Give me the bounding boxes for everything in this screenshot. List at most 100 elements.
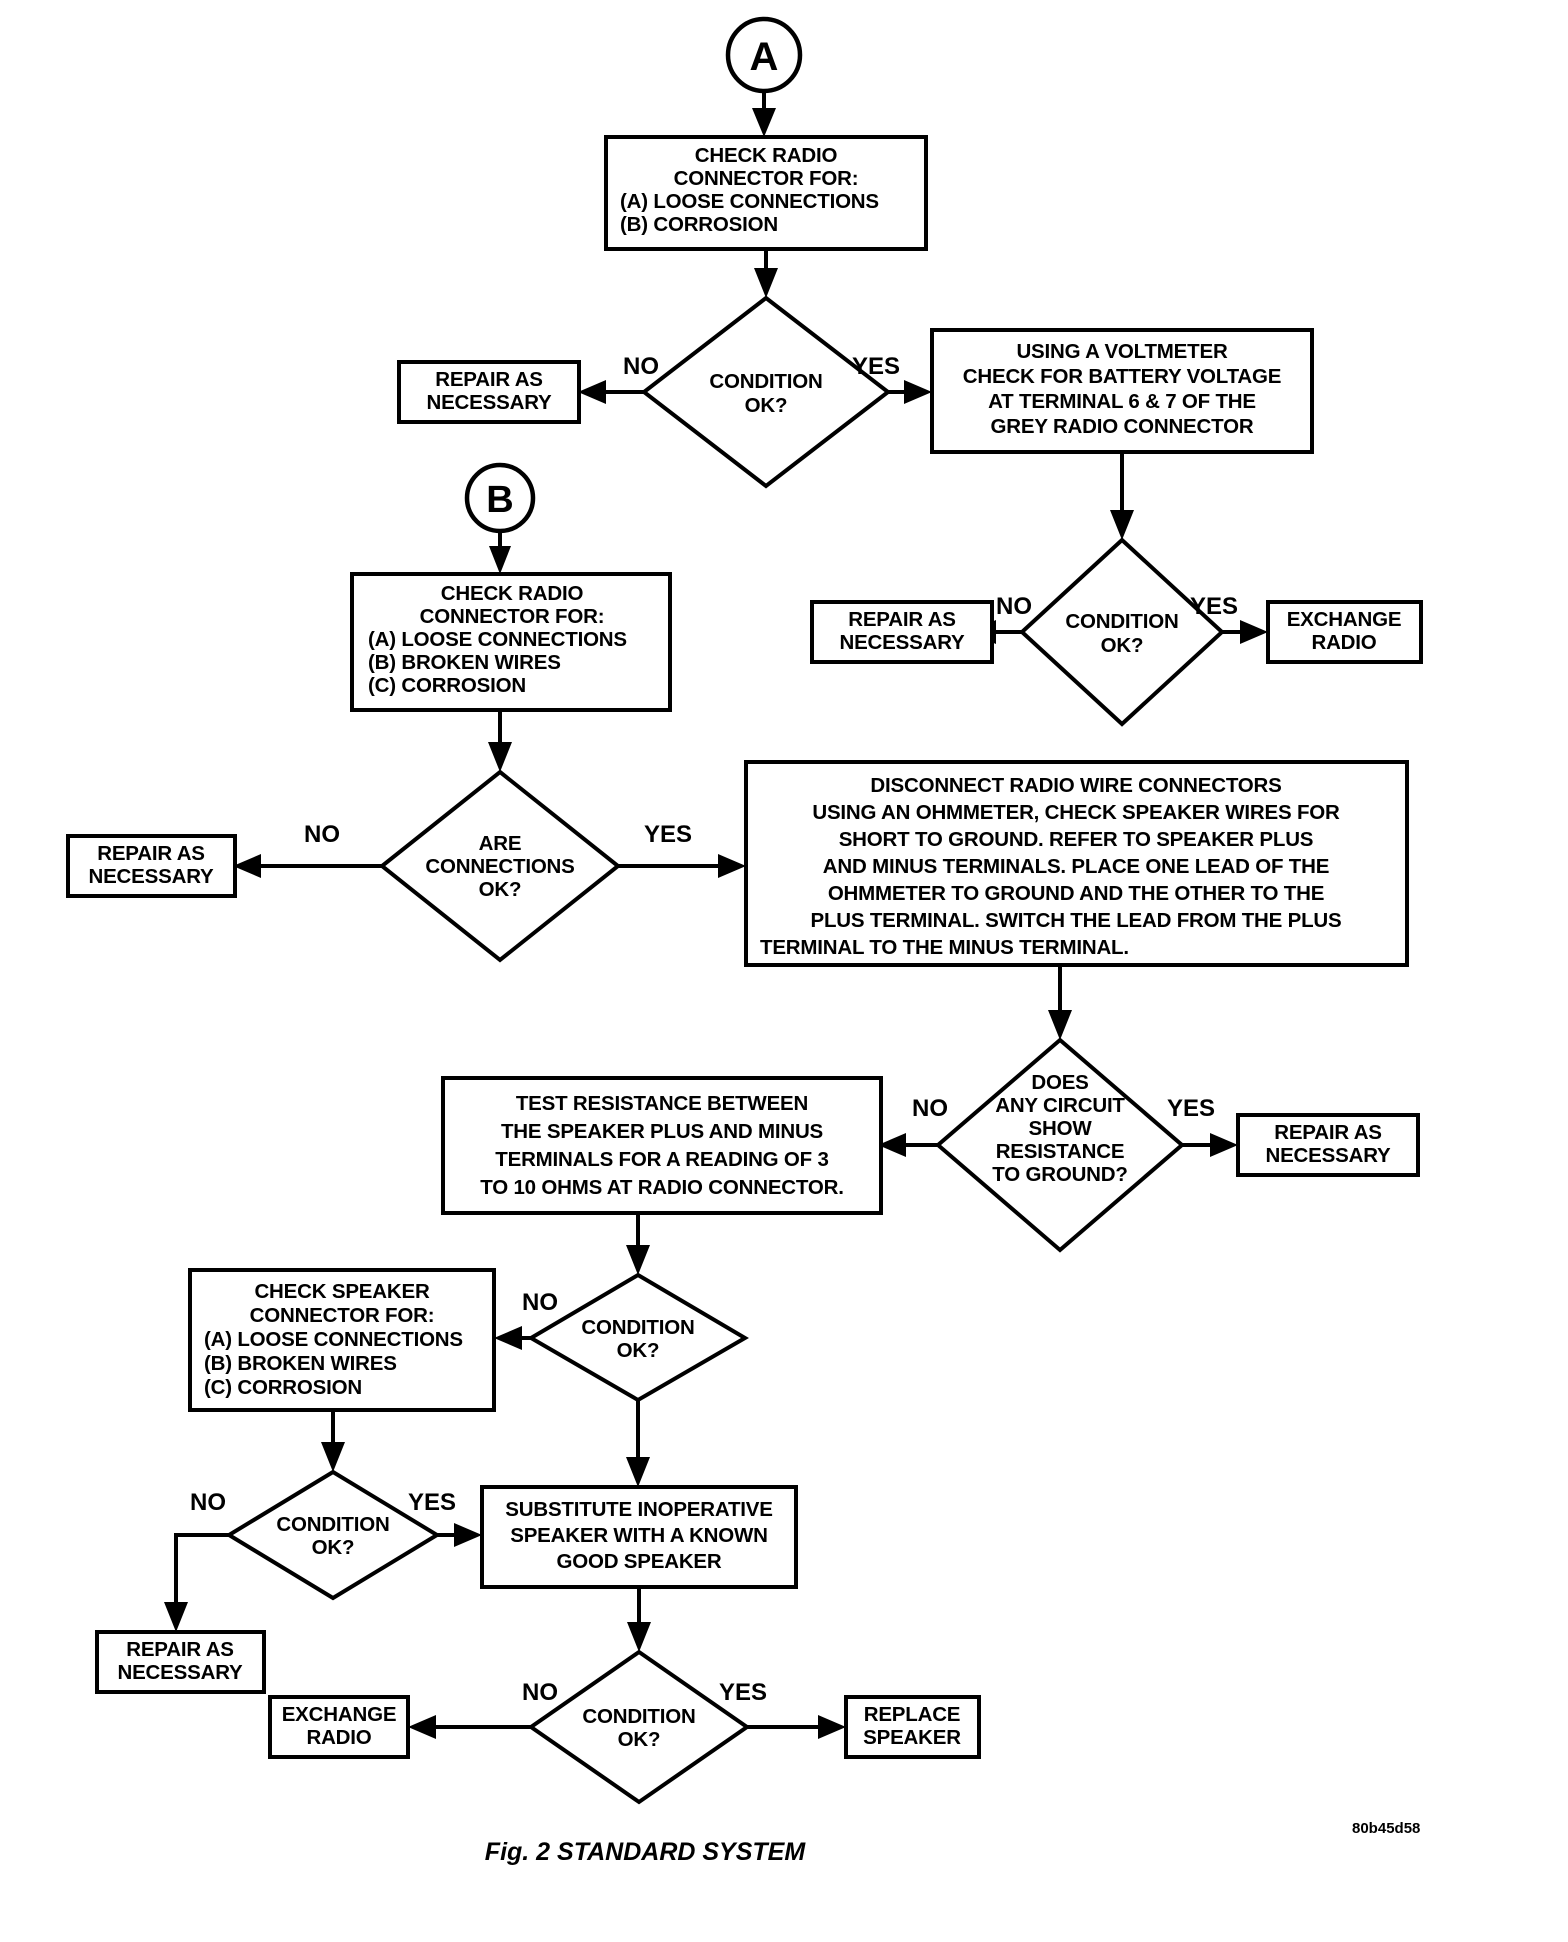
edge-cond1-yes: YES	[852, 353, 932, 404]
node-condition-ok-1: CONDITION OK?	[640, 295, 892, 489]
edge-cond4-yes: YES	[408, 1489, 482, 1547]
node-line: RESISTANCE	[996, 1140, 1125, 1163]
node-line: CONDITION	[581, 1316, 694, 1339]
node-line: RADIO	[306, 1726, 371, 1749]
edge-a-to-check1	[752, 91, 776, 137]
node-line: CHECK SPEAKER	[254, 1280, 429, 1303]
node-line: NECESSARY	[426, 391, 552, 414]
node-line: AT TERMINAL 6 & 7 OF THE	[988, 390, 1256, 413]
node-line: NECESSARY	[839, 631, 965, 654]
node-line: NECESSARY	[1265, 1144, 1391, 1167]
node-line: SUBSTITUTE INOPERATIVE	[505, 1498, 772, 1521]
connector-b: B	[464, 462, 536, 534]
node-line: ARE	[479, 832, 522, 855]
node-line: SHOW	[1029, 1117, 1093, 1140]
node-line: OK?	[1101, 634, 1144, 657]
node-condition-ok-5: CONDITION OK?	[527, 1649, 751, 1805]
edge-label-no: NO	[522, 1679, 558, 1706]
edge-b-to-check2	[489, 531, 511, 574]
node-substitute-speaker: SUBSTITUTE INOPERATIVE SPEAKER WITH A KN…	[480, 1485, 798, 1589]
node-line: CHECK FOR BATTERY VOLTAGE	[963, 365, 1281, 388]
node-line: RADIO	[1311, 631, 1376, 654]
node-repair-as-necessary-5: REPAIR AS NECESSARY	[95, 1630, 266, 1694]
node-line: (C) CORROSION	[204, 1376, 362, 1399]
node-repair-as-necessary-4: REPAIR AS NECESSARY	[1236, 1113, 1420, 1177]
node-line: AND MINUS TERMINALS. PLACE ONE LEAD OF T…	[823, 855, 1329, 878]
node-line: CONDITION	[276, 1513, 389, 1536]
edge-label-no: NO	[912, 1095, 948, 1122]
edge-cond2-yes: YES	[1190, 593, 1268, 644]
node-line: PLUS TERMINAL. SWITCH THE LEAD FROM THE …	[810, 909, 1341, 932]
node-are-connections-ok: ARE CONNECTIONS OK?	[378, 769, 622, 963]
edge-label-yes: YES	[719, 1679, 767, 1706]
node-line: REPAIR AS	[848, 608, 956, 631]
node-line: SHORT TO GROUND. REFER TO SPEAKER PLUS	[839, 828, 1314, 851]
edge-check2-to-areconn	[488, 710, 512, 772]
connector-a: A	[725, 16, 803, 94]
edge-areconn-no: NO	[233, 821, 382, 878]
node-line: REPAIR AS	[1274, 1121, 1382, 1144]
edge-label-no: NO	[623, 353, 659, 380]
node-line: (B) BROKEN WIRES	[368, 651, 561, 674]
node-condition-ok-3: CONDITION OK?	[527, 1272, 749, 1403]
edge-cond5-no: NO	[408, 1679, 558, 1739]
node-line: CONDITION	[582, 1705, 695, 1728]
node-test-resistance: TEST RESISTANCE BETWEEN THE SPEAKER PLUS…	[441, 1076, 883, 1215]
edge-doesany-yes: YES	[1167, 1095, 1238, 1157]
edge-label-no: NO	[304, 821, 340, 848]
node-line: SPEAKER WITH A KNOWN	[510, 1524, 768, 1547]
node-exchange-radio-2: EXCHANGE RADIO	[268, 1695, 410, 1759]
node-replace-speaker: REPLACE SPEAKER	[844, 1695, 981, 1759]
edge-label-yes: YES	[852, 353, 900, 380]
node-condition-ok-2: CONDITION OK?	[1019, 537, 1225, 727]
node-line: TO 10 OHMS AT RADIO CONNECTOR.	[480, 1176, 843, 1199]
node-line: GOOD SPEAKER	[556, 1550, 721, 1573]
node-line: EXCHANGE	[282, 1703, 397, 1726]
node-line: THE SPEAKER PLUS AND MINUS	[501, 1120, 823, 1143]
node-line: ANY CIRCUIT	[995, 1094, 1125, 1117]
node-line: OHMMETER TO GROUND AND THE OTHER TO THE	[828, 882, 1324, 905]
node-line: CONNECTOR FOR:	[674, 167, 859, 190]
edge-cond3-down	[626, 1400, 650, 1487]
node-line: TERMINALS FOR A READING OF 3	[495, 1148, 828, 1171]
node-line: DISCONNECT RADIO WIRE CONNECTORS	[870, 774, 1281, 797]
node-line: CHECK RADIO	[441, 582, 584, 605]
node-line: REPAIR AS	[97, 842, 205, 865]
node-line: OK?	[618, 1728, 661, 1751]
edge-label-yes: YES	[1167, 1095, 1215, 1122]
node-line: (A) LOOSE CONNECTIONS	[204, 1328, 463, 1351]
node-line: GREY RADIO CONNECTOR	[991, 415, 1254, 438]
node-line: OK?	[745, 394, 788, 417]
figure-code: 80b45d58	[1352, 1820, 1420, 1837]
node-line: TERMINAL TO THE MINUS TERMINAL.	[760, 936, 1129, 959]
node-repair-as-necessary-3: REPAIR AS NECESSARY	[66, 834, 237, 898]
edge-checkspeaker-to-cond4	[321, 1410, 345, 1472]
node-exchange-radio-1: EXCHANGE RADIO	[1266, 600, 1423, 664]
node-check-radio-connector-2: CHECK RADIO CONNECTOR FOR: (A) LOOSE CON…	[350, 572, 672, 712]
node-does-any-circuit: DOES ANY CIRCUIT SHOW RESISTANCE TO GROU…	[934, 1037, 1186, 1253]
edge-label-no: NO	[190, 1489, 226, 1516]
node-line: REPAIR AS	[435, 368, 543, 391]
node-line: TEST RESISTANCE BETWEEN	[516, 1092, 808, 1115]
node-line: SPEAKER	[863, 1726, 961, 1749]
edge-cond1-no: NO	[578, 353, 659, 404]
edge-disconnect-to-doesany	[1048, 965, 1072, 1040]
connector-b-label: B	[486, 479, 513, 521]
node-line: USING A VOLTMETER	[1016, 340, 1227, 363]
node-repair-as-necessary-2: REPAIR AS NECESSARY	[810, 600, 994, 664]
edge-substitute-to-cond5	[627, 1587, 651, 1652]
node-check-radio-connector-1: CHECK RADIO CONNECTOR FOR: (A) LOOSE CON…	[604, 135, 928, 251]
node-line: (A) LOOSE CONNECTIONS	[620, 190, 879, 213]
node-line: OK?	[312, 1536, 355, 1559]
edge-cond5-yes: YES	[719, 1679, 846, 1739]
connector-a-label: A	[750, 35, 779, 79]
edge-label-no: NO	[522, 1289, 558, 1316]
node-line: OK?	[479, 878, 522, 901]
edge-label-yes: YES	[644, 821, 692, 848]
edge-cond2-no: NO	[968, 593, 1032, 644]
node-repair-as-necessary-1: REPAIR AS NECESSARY	[397, 360, 581, 424]
node-line: DOES	[1031, 1071, 1088, 1094]
node-line: CONNECTIONS	[425, 855, 574, 878]
node-line: CONDITION	[709, 370, 822, 393]
